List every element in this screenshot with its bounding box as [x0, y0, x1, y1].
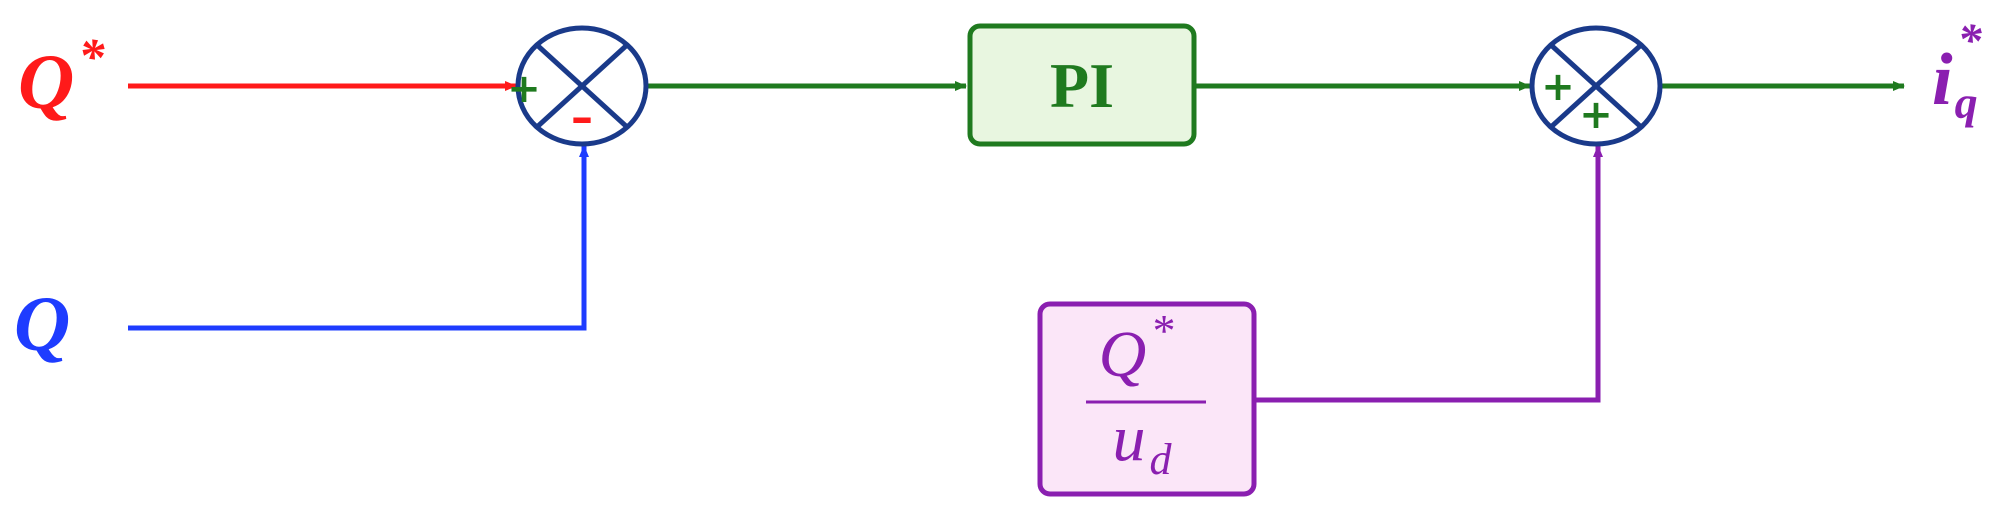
- ff-num-sup: *: [1150, 305, 1173, 356]
- q-ref-sup: *: [78, 29, 105, 86]
- summer2-plus-sign-bottom: +: [1579, 92, 1613, 138]
- feedforward-denominator: ud: [1113, 402, 1173, 484]
- summer2-plus-sign-left: +: [1541, 64, 1575, 110]
- iq-ref-main: i: [1932, 39, 1953, 121]
- q-ref-main: Q: [18, 38, 74, 125]
- q-meas-label: Q: [14, 280, 70, 367]
- iq-ref-sub: q: [1955, 77, 1978, 128]
- q-feedback-wire: [128, 145, 589, 331]
- summing-junction-1: + –: [507, 25, 649, 147]
- pi-block-label: PI: [1050, 50, 1114, 121]
- pi-block: PI: [967, 23, 1197, 147]
- summer1-minus-sign: –: [571, 92, 593, 143]
- feedforward-numerator: Q*: [1099, 305, 1174, 391]
- feedforward-block: Q* ud: [1037, 301, 1257, 497]
- feedforward-wire: [1255, 145, 1603, 403]
- q-meas-main: Q: [14, 280, 70, 367]
- iq-ref-label: iq *: [1932, 14, 1983, 128]
- ff-den-sub: d: [1150, 435, 1173, 484]
- summer1-plus-sign: +: [507, 66, 541, 112]
- summing-junction-2: + +: [1529, 25, 1663, 147]
- q-ref-label: Q*: [18, 29, 105, 125]
- ff-num-main: Q: [1099, 318, 1147, 391]
- iq-ref-sup: *: [1958, 14, 1983, 67]
- ff-den-main: u: [1113, 402, 1146, 475]
